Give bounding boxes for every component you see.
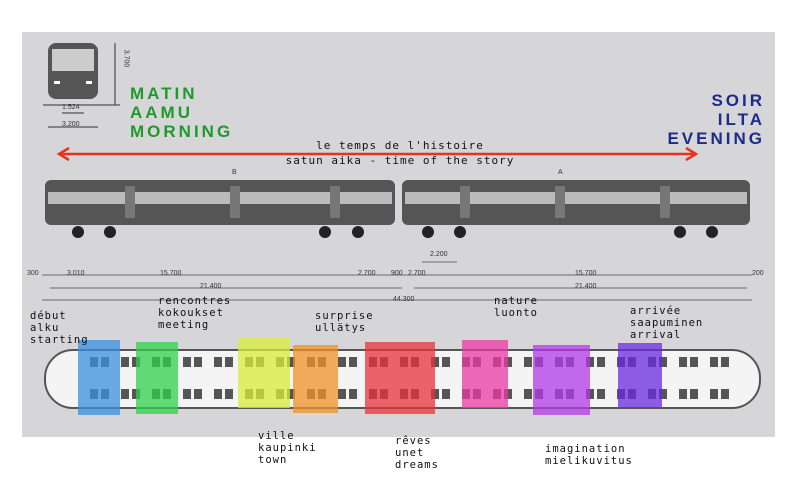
zone-surprise	[293, 345, 338, 413]
dim-2700a: 2.700	[358, 270, 376, 277]
story-time-fr: le temps de l'histoire	[316, 139, 484, 152]
zone-label-line: luonto	[494, 307, 538, 319]
zone-imagination	[533, 345, 590, 415]
dim-front-width: 3.200	[62, 121, 80, 128]
car-b-label: B	[232, 169, 237, 176]
dim-200: 200	[752, 270, 764, 277]
zone-label-line: rencontres	[158, 295, 232, 307]
zone-label-line: surprise	[315, 310, 374, 322]
dim-2700b: 2.700	[408, 270, 426, 277]
zone-arrivee	[618, 343, 662, 408]
dim-bogie: 2.200	[430, 251, 448, 258]
zone-reves	[365, 342, 435, 414]
zone-ville	[238, 338, 290, 408]
zone-label-line: rêves	[395, 435, 432, 447]
zone-label-line: ullätys	[315, 322, 367, 334]
zone-label-line: kokoukset	[158, 307, 224, 319]
dim-900: 900	[391, 270, 403, 277]
dim-15700a: 15.700	[160, 270, 182, 277]
morning-fi: AAMU	[130, 103, 193, 122]
dim-3010: 3.010	[67, 270, 85, 277]
evening-en: EVENING	[667, 129, 765, 148]
zone-label-line: town	[258, 454, 288, 466]
dim-300: 300	[27, 270, 39, 277]
zone-label-line: meeting	[158, 319, 210, 331]
evening-fr: SOIR	[711, 91, 765, 110]
zone-label-line: nature	[494, 295, 538, 307]
morning-en: MORNING	[130, 122, 234, 141]
dim-front-height: 3.700	[122, 49, 130, 68]
zone-label-line: starting	[30, 334, 89, 346]
zone-label-line: dreams	[395, 459, 439, 471]
zone-debut	[78, 340, 120, 415]
story-time-fi-en: satun aika - time of the story	[285, 154, 515, 167]
zone-label-line: saapuminen	[630, 317, 704, 329]
zone-label-line: imagination	[545, 443, 626, 455]
zone-label-line: arrivée	[630, 305, 682, 317]
train-side-view	[45, 180, 750, 238]
zone-label-line: début	[30, 310, 67, 322]
zone-nature	[462, 340, 508, 408]
car-a-label: A	[558, 169, 563, 176]
zone-rencontres	[136, 342, 178, 414]
zone-label-line: unet	[395, 447, 425, 459]
dim-15700b: 15.700	[575, 270, 597, 277]
dim-gauge: 1.524	[62, 104, 80, 111]
zone-label-line: mielikuvitus	[545, 455, 633, 467]
time-arrow	[56, 146, 699, 162]
zone-label-line: kaupinki	[258, 442, 317, 454]
zone-label-line: alku	[30, 322, 60, 334]
dim-21400a: 21.400	[200, 283, 222, 290]
dimension-lines	[42, 261, 752, 301]
zone-label-line: ville	[258, 430, 295, 442]
morning-fr: MATIN	[130, 84, 198, 103]
zone-label-line: arrival	[630, 329, 682, 341]
evening-fi: ILTA	[717, 110, 765, 129]
dim-total: 44.300	[393, 296, 415, 303]
dim-21400b: 21.400	[575, 283, 597, 290]
train-front-view	[43, 43, 120, 128]
